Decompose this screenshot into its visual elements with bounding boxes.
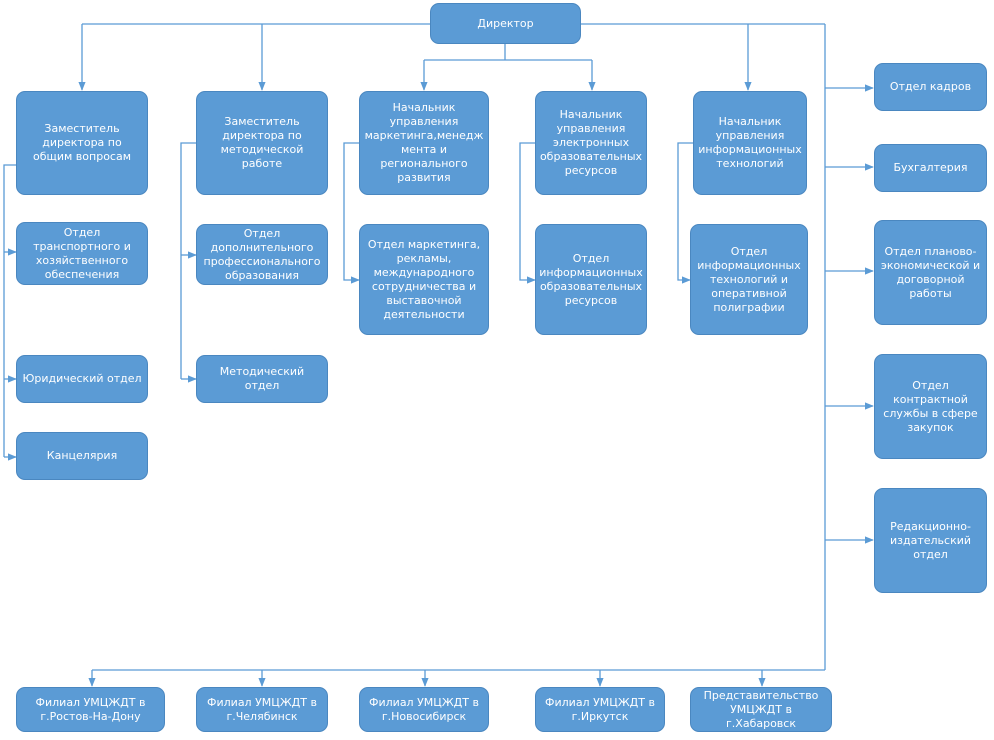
side-hr-label: Отдел кадров bbox=[889, 80, 972, 93]
branch-rostov-box: Филиал УМЦЖДТ в г.Ростов-На-Дону bbox=[16, 687, 165, 732]
dept-methodical-box: Методический отдел bbox=[196, 355, 328, 403]
branch-chelyabinsk-box: Филиал УМЦЖДТ в г.Челябинск bbox=[196, 687, 328, 732]
dept-it-polygraphy-box: Отдел информационных технологий и операт… bbox=[690, 224, 808, 335]
dept-marketing-label: Отдел маркетинга, рекламы, международног… bbox=[367, 237, 481, 321]
head-marketing-box: Начальник управления маркетинга,менедж м… bbox=[359, 91, 489, 195]
branch-khabarovsk-label: Представительство УМЦЖДТ в г.Хабаровск bbox=[703, 688, 819, 730]
dept-it-polygraphy-label: Отдел информационных технологий и операт… bbox=[697, 244, 801, 314]
director-box: Директор bbox=[430, 3, 581, 44]
branch-irkutsk-label: Филиал УМЦЖДТ в г.Иркутск bbox=[545, 695, 655, 723]
head-marketing-label: Начальник управления маркетинга,менедж м… bbox=[364, 101, 484, 184]
deputy-method-label: Заместитель директора по методической ра… bbox=[220, 115, 304, 170]
head-edu-resources-label: Начальник управления электронных образов… bbox=[539, 108, 643, 177]
dept-transport-box: Отдел транспортного и хозяйственного обе… bbox=[16, 222, 148, 285]
deputy-general-box: Заместитель директора по общим вопросам bbox=[16, 91, 148, 195]
head-it-label: Начальник управления информационных техн… bbox=[698, 115, 802, 170]
dept-info-edu-box: Отдел информационных образовательных рес… bbox=[535, 224, 647, 335]
branch-novosibirsk-box: Филиал УМЦЖДТ в г.Новосибирск bbox=[359, 687, 489, 732]
side-accounting-label: Бухгалтерия bbox=[893, 161, 968, 174]
dept-office-label: Канцелярия bbox=[46, 449, 118, 462]
head-edu-resources-box: Начальник управления электронных образов… bbox=[535, 91, 647, 195]
head-it-box: Начальник управления информационных техн… bbox=[693, 91, 807, 195]
branch-novosibirsk-label: Филиал УМЦЖДТ в г.Новосибирск bbox=[369, 695, 479, 723]
dept-office-box: Канцелярия bbox=[16, 432, 148, 480]
dept-methodical-label: Методический отдел bbox=[219, 365, 305, 392]
dept-marketing-box: Отдел маркетинга, рекламы, международног… bbox=[359, 224, 489, 335]
side-accounting-box: Бухгалтерия bbox=[874, 144, 987, 192]
side-procurement-label: Отдел контрактной службы в сфере закупок bbox=[883, 378, 978, 434]
dept-additional-edu-box: Отдел дополнительного профессионального … bbox=[196, 224, 328, 285]
dept-transport-label: Отдел транспортного и хозяйственного обе… bbox=[33, 225, 131, 281]
branch-irkutsk-box: Филиал УМЦЖДТ в г.Иркутск bbox=[535, 687, 665, 732]
side-hr-box: Отдел кадров bbox=[874, 63, 987, 111]
side-planning-box: Отдел планово-экономической и договорной… bbox=[874, 220, 987, 325]
deputy-method-box: Заместитель директора по методической ра… bbox=[196, 91, 328, 195]
deputy-general-label: Заместитель директора по общим вопросам bbox=[32, 122, 132, 163]
side-publishing-label: Редакционно-издательский отдел bbox=[889, 519, 972, 561]
side-procurement-box: Отдел контрактной службы в сфере закупок bbox=[874, 354, 987, 459]
branch-rostov-label: Филиал УМЦЖДТ в г.Ростов-На-Дону bbox=[35, 695, 146, 723]
dept-legal-box: Юридический отдел bbox=[16, 355, 148, 403]
branch-khabarovsk-box: Представительство УМЦЖДТ в г.Хабаровск bbox=[690, 687, 832, 732]
dept-info-edu-label: Отдел информационных образовательных рес… bbox=[539, 251, 643, 307]
branch-chelyabinsk-label: Филиал УМЦЖДТ в г.Челябинск bbox=[207, 695, 317, 723]
side-planning-label: Отдел планово-экономической и договорной… bbox=[880, 244, 981, 300]
side-publishing-box: Редакционно-издательский отдел bbox=[874, 488, 987, 593]
dept-legal-label: Юридический отдел bbox=[22, 372, 142, 385]
director-label: Директор bbox=[477, 16, 534, 30]
dept-additional-edu-label: Отдел дополнительного профессионального … bbox=[203, 226, 321, 282]
